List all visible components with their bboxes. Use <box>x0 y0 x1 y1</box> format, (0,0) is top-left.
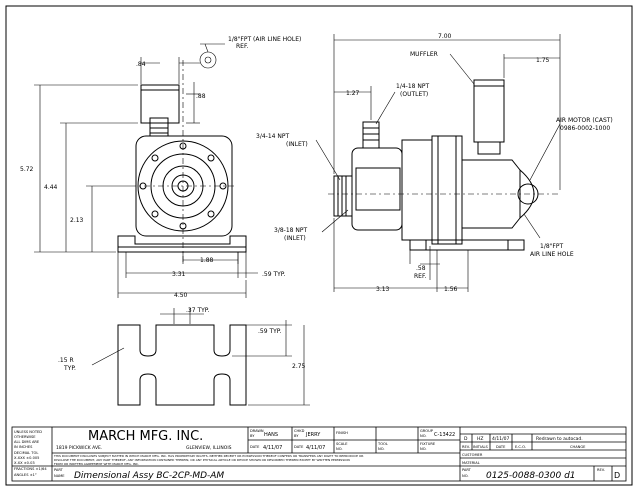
drawing-border <box>5 5 633 486</box>
tolerance-header-2: OTHERWISE <box>14 435 36 439</box>
dim-side-muffler: 1.75 <box>536 57 550 64</box>
rev-header-date: DATE <box>496 445 506 449</box>
dim-base-radius-2: TYP. <box>63 365 76 372</box>
part-name-label-2: NAME <box>54 474 65 478</box>
rev-header-change: CHANGE <box>570 445 586 449</box>
customer-label: CUSTOMER <box>462 453 483 457</box>
dim-base-radius-1: .15 R <box>58 357 74 364</box>
dim-side-right: 1.56 <box>444 286 458 293</box>
label-outlet-2: (OUTLET) <box>400 91 428 98</box>
base-view-dimensions <box>91 308 310 406</box>
group-label: GROUP <box>420 429 434 433</box>
drawn-by-value: HANS <box>264 432 278 438</box>
company-name: MARCH MFG. INC. <box>88 429 203 444</box>
rev-row-initials: HZ <box>477 436 483 442</box>
part-no-label: PART <box>462 468 472 472</box>
label-muffler: MUFFLER <box>410 51 438 58</box>
rev-row-rev: D <box>464 436 468 442</box>
disclaimer-1: THIS DOCUMENT DISCLOSES SUBJECT MATTER I… <box>53 454 363 458</box>
tolerance-header-4: IN INCHES <box>14 445 33 449</box>
rev-value: D <box>614 471 620 480</box>
disclaimer-2: DISCLOSE THE DOCUMENT, ANY PART THEREOF,… <box>54 458 350 462</box>
rev-label: REV. <box>597 468 605 472</box>
checked-by-label: CHKD <box>294 429 305 433</box>
tolerance-header-1: UNLESS NOTED <box>14 430 42 434</box>
finish-label: FINISH <box>336 431 348 435</box>
dim-base-slot-depth: .59 TYP. <box>258 328 281 335</box>
label-inlet-top-2: (INLET) <box>286 141 308 148</box>
scale-label: SCALE <box>336 442 348 446</box>
rev-header-initials: INITIALS <box>473 445 489 449</box>
dim-foot-ref-1: .58 <box>416 265 426 272</box>
dim-front-side-top: .88 <box>196 93 206 100</box>
base-view <box>117 324 247 406</box>
dim-front-height-overall: 5.72 <box>20 166 34 173</box>
date-drawn-value: 4/11/07 <box>263 445 282 451</box>
drawn-by-label: DRAWN <box>250 429 264 433</box>
rev-row-date: 4/11/07 <box>492 436 509 442</box>
date-checked-label: DATE <box>294 445 304 449</box>
group-value: C-13422 <box>434 432 455 438</box>
label-air-line-hole-2: AIR LINE HOLE <box>530 251 574 258</box>
label-inlet-bottom-1: 3/8-18 NPT <box>274 227 307 234</box>
side-view <box>328 79 560 251</box>
rev-row-change: Redrawn to autocad. <box>536 436 583 442</box>
tolerance-row-5: ANGLES ±1° <box>14 473 37 477</box>
checked-by-value: JERRY <box>305 432 321 438</box>
dim-side-outlet-offset: 1.27 <box>346 90 360 97</box>
date-drawn-label: DATE <box>250 445 260 449</box>
title-block-frame <box>11 426 627 482</box>
part-name: Dimensional Assy BC-2CP-MD-AM <box>74 471 224 481</box>
dim-front-mount-typ: .59 TYP. <box>262 271 285 278</box>
dim-base-height: 2.75 <box>292 363 306 370</box>
front-view-dimensions <box>34 43 258 298</box>
dim-front-height-base: 2.13 <box>70 217 84 224</box>
tool-label: TOOL <box>377 442 388 446</box>
label-inlet-bottom-2: (INLET) <box>284 235 306 242</box>
dim-front-base-width: 4.50 <box>174 292 188 299</box>
disclaimer-3: FROM OR WRITTEN AGREEMENT WITH MARCH MFG… <box>54 462 139 466</box>
dim-side-left: 3.13 <box>376 286 390 293</box>
material-label: MATERIAL <box>462 461 480 465</box>
dim-front-mount-width: 3.31 <box>172 271 186 278</box>
dim-front-width-top: .84 <box>136 61 146 68</box>
dim-base-slot-typ: .37 TYP. <box>186 307 209 314</box>
rev-header-rev: REV. <box>462 445 470 449</box>
fixture-label-2: NO. <box>420 447 427 451</box>
scale-label-2: NO. <box>336 447 343 451</box>
part-no-label-2: NO. <box>462 474 469 478</box>
part-number: 0125-0088-0300 d1 <box>486 471 576 481</box>
tolerance-row-2: X.XXX ±0.005 <box>14 456 39 460</box>
label-air-motor-2: 0986-0002-1000 <box>560 125 610 132</box>
label-inlet-top-1: 3/4-14 NPT <box>256 133 289 140</box>
tolerance-header-3: ALL DIMS ARE <box>14 440 40 444</box>
side-view-dimensions <box>315 34 561 292</box>
dim-front-height-shaft: 4.44 <box>44 184 58 191</box>
tolerance-row-4: FRACTIONS ±1/64 <box>14 467 47 471</box>
fixture-label: FIXTURE <box>420 442 436 446</box>
note-air-line-hole: 1/8"FPT (AIR LINE HOLE)REF. <box>228 36 301 50</box>
tolerance-row-3: X.XX ±0.03 <box>14 461 35 465</box>
date-checked-value: 4/11/07 <box>306 445 325 451</box>
group-label-2: NO. <box>420 434 427 438</box>
tolerance-row-1: DECIMAL TOL <box>14 451 38 455</box>
part-name-label: PART <box>54 468 64 472</box>
label-outlet-1: 1/4-18 NPT <box>396 83 429 90</box>
label-air-motor-1: AIR MOTOR (CAST) <box>556 117 613 124</box>
label-air-line-hole-1: 1/8"FPT <box>540 243 563 250</box>
front-view <box>117 60 247 262</box>
dim-front-center-slot: 1.88 <box>200 257 214 264</box>
rev-header-eco: E.C.O. <box>515 445 526 449</box>
drawn-by-label-2: BY <box>250 434 255 438</box>
dim-foot-ref-2: REF. <box>414 273 426 280</box>
tool-label-2: NO. <box>378 447 385 451</box>
company-city: GLENVIEW, ILLINOIS <box>186 445 232 451</box>
company-address: 1819 PICKWICK AVE. <box>56 445 102 451</box>
checked-by-label-2: BY <box>294 434 299 438</box>
dim-side-overall: 7.00 <box>438 33 452 40</box>
